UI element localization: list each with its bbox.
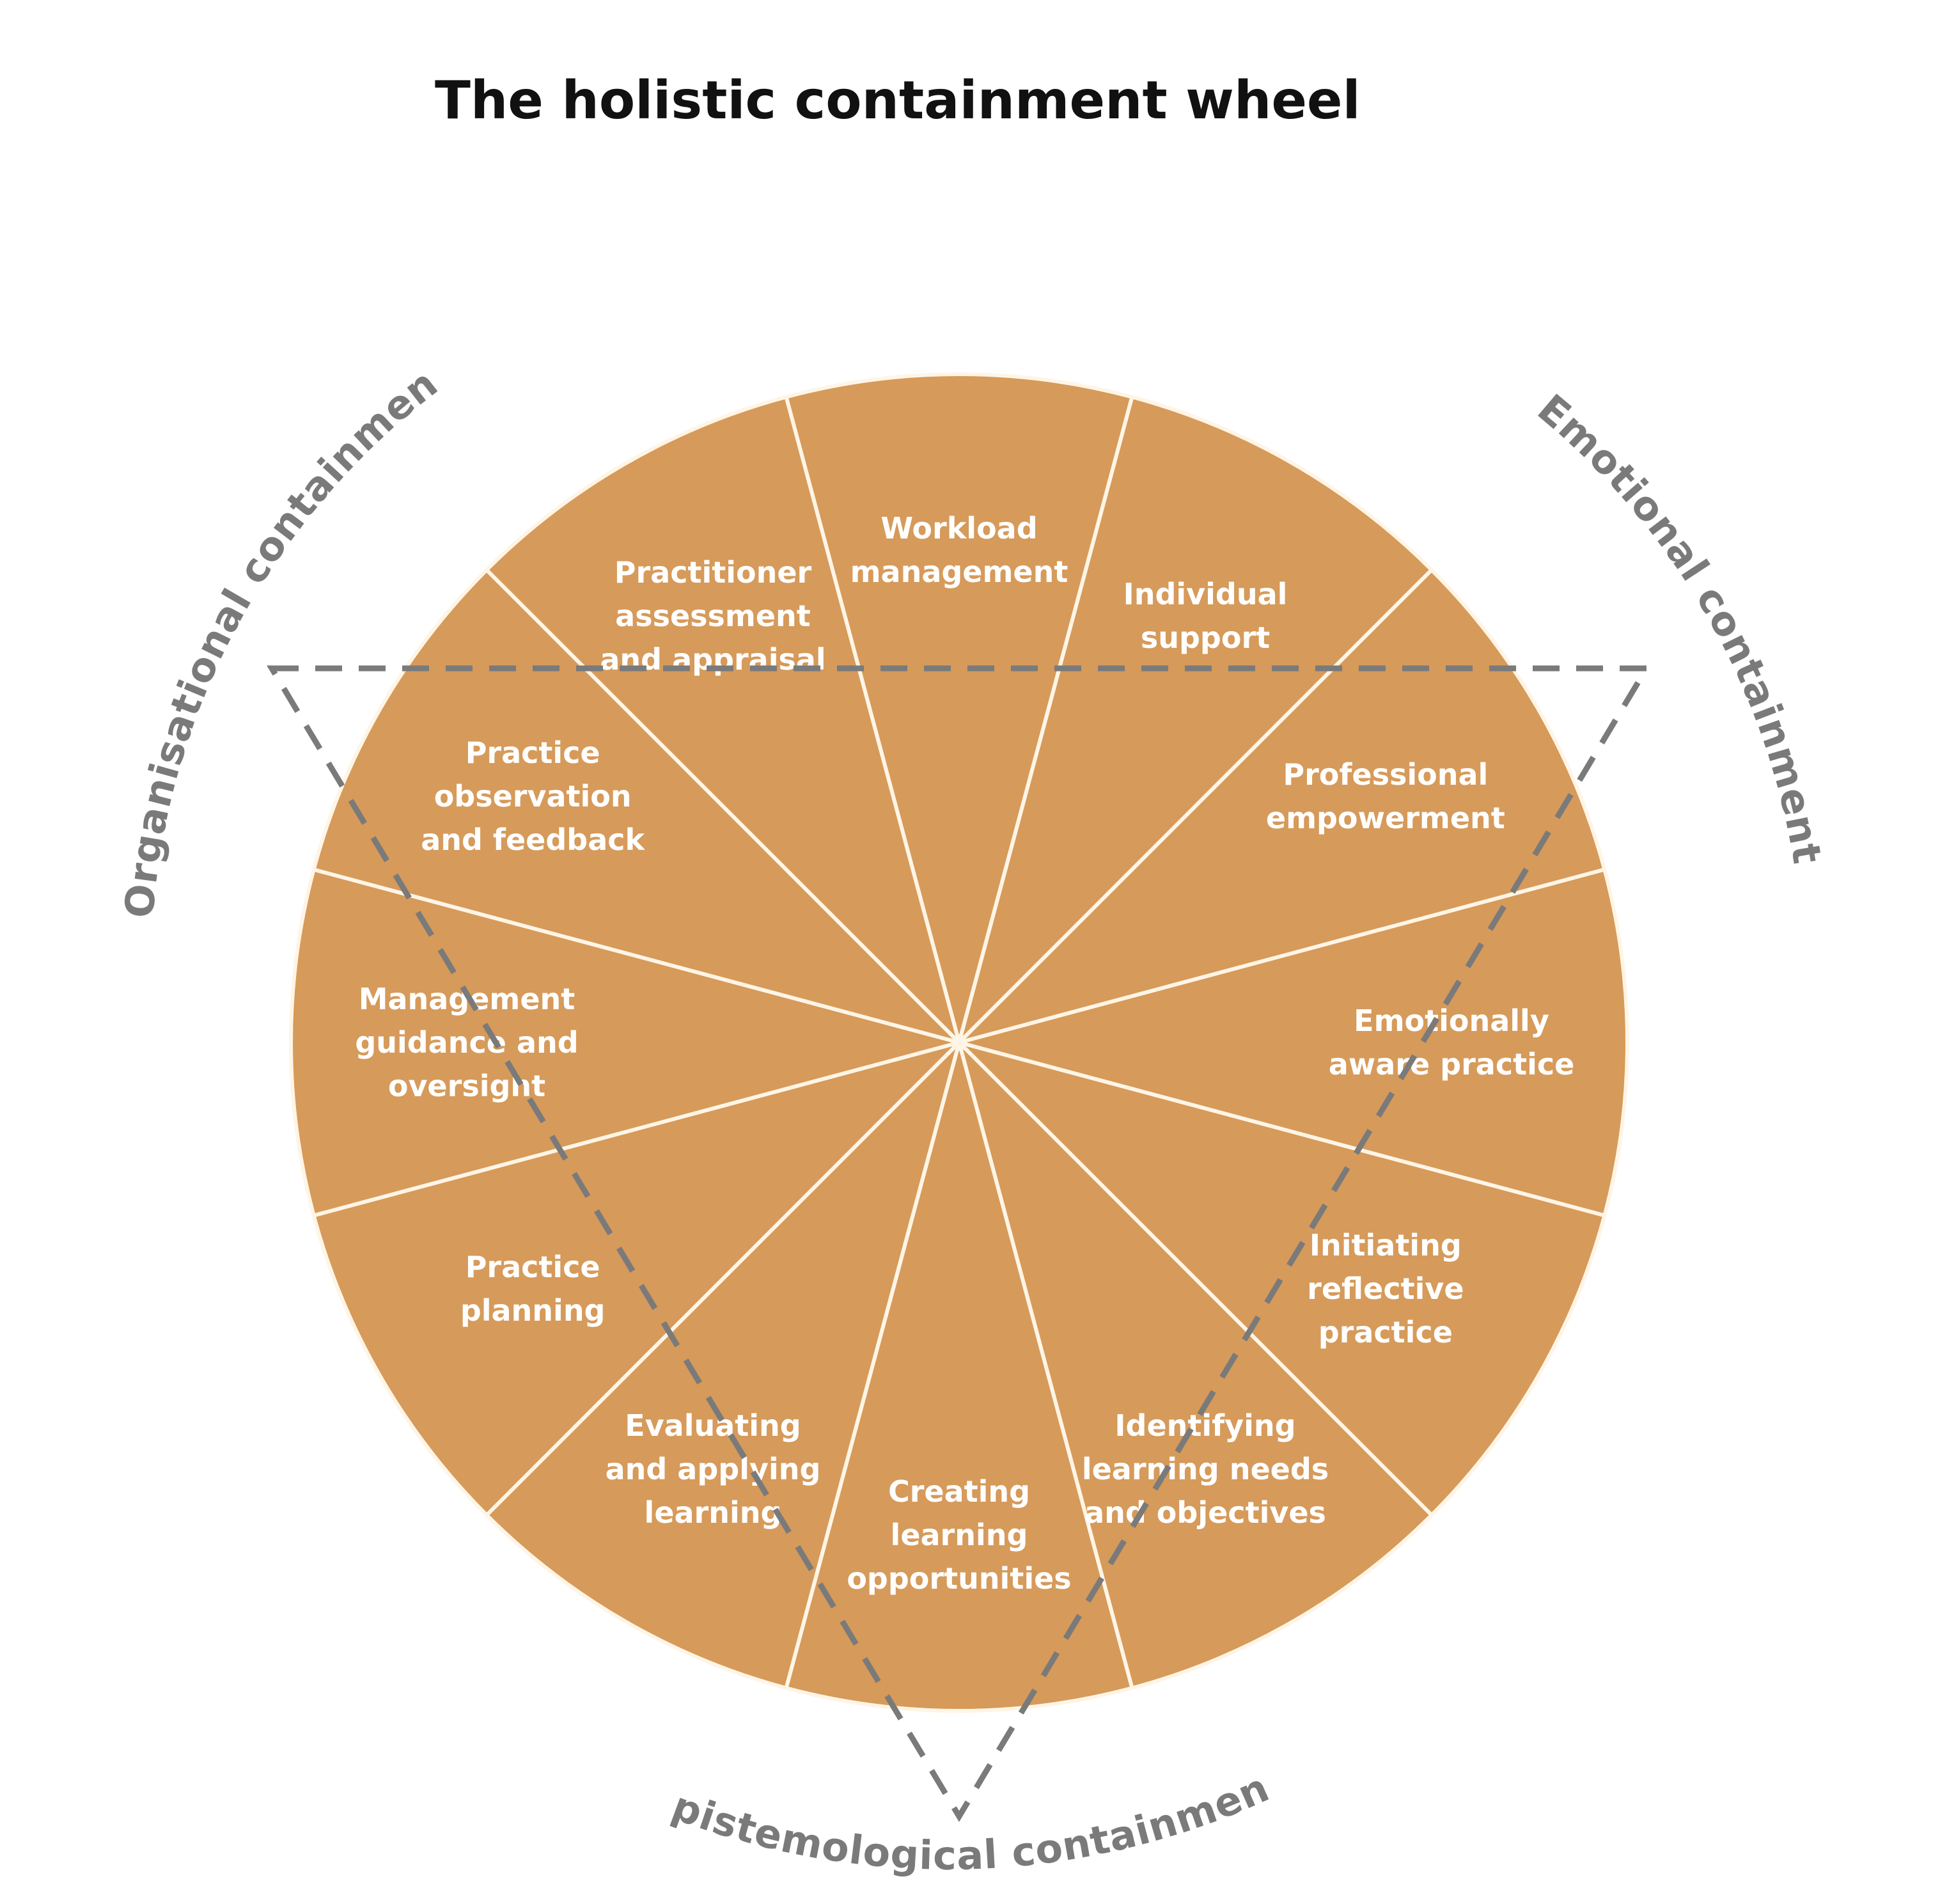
segment-professional-empowerment <box>957 568 1607 1044</box>
containment-triangle <box>267 665 1652 1822</box>
segment-identifying-learning-needs-and-objectives <box>957 1041 1434 1690</box>
segment-label-line: Practice <box>465 1250 600 1284</box>
segment-label-individual-support: Individual support <box>1123 577 1288 655</box>
segment-label-line: Creating <box>888 1474 1030 1509</box>
segment-creating-learning-opportunities <box>784 1041 1134 1713</box>
segment-label-line: Professional <box>1283 757 1488 792</box>
segment-label-line: learning needs <box>1082 1452 1329 1486</box>
segment-label-practice-observation-and-feedback: Practice observation and feedback <box>421 736 645 857</box>
segment-label-line: oversight <box>388 1069 545 1103</box>
segment-workload-management <box>784 372 1134 1044</box>
segment-label-line: Practitioner <box>614 555 812 590</box>
segment-label-line: opportunities <box>847 1561 1071 1596</box>
segment-practice-observation-and-feedback <box>311 568 961 1044</box>
segment-label-line: learning <box>891 1518 1028 1552</box>
segment-label-line: aware practice <box>1329 1047 1575 1082</box>
segment-label-line: empowerment <box>1266 801 1505 835</box>
segment-label-line: Initiating <box>1310 1228 1462 1263</box>
segment-label-line: Identifying <box>1115 1408 1295 1443</box>
segment-label-professional-empowerment: Professional empowerment <box>1266 757 1505 835</box>
segment-label-line: planning <box>460 1293 606 1328</box>
segment-label-line: and applying <box>606 1452 821 1486</box>
segment-label-practitioner-assessment-and-appraisal: Practitioner assessment and appraisal <box>600 555 825 677</box>
segment-label-line: Evaluating <box>625 1408 801 1443</box>
segment-emotionally-aware-practice <box>957 867 1629 1218</box>
segment-label-line: and objectives <box>1084 1495 1326 1530</box>
segment-label-line: guidance and <box>355 1025 578 1060</box>
segment-label-workload-management: Workload management <box>850 511 1068 589</box>
segment-label-practice-planning: Practice planning <box>460 1250 606 1328</box>
segment-label-line: Workload <box>880 511 1037 546</box>
segment-individual-support <box>957 395 1434 1044</box>
segment-label-evaluating-and-applying-learning: Evaluating and applying learning <box>606 1408 821 1530</box>
segment-label-identifying-learning-needs-and-objectives: Identifying learning needs and objectives <box>1082 1408 1329 1530</box>
segment-label-line: Practice <box>465 736 600 770</box>
segment-label-creating-learning-opportunities: Creating learning opportunities <box>847 1474 1071 1596</box>
segment-management-guidance-and-oversight <box>289 867 961 1218</box>
segment-label-line: support <box>1141 620 1270 655</box>
segment-label-line: observation <box>434 779 632 814</box>
diagram-title: The holistic containment wheel <box>435 70 1361 131</box>
segment-label-line: Individual <box>1123 577 1288 611</box>
segment-label-line: Emotionally <box>1354 1003 1549 1038</box>
segment-practice-planning <box>311 1041 961 1517</box>
segment-label-line: assessment <box>615 599 811 633</box>
wheel-hub <box>955 1038 964 1047</box>
segment-evaluating-and-applying-learning <box>485 1041 961 1690</box>
segment-label-line: learning <box>645 1495 782 1530</box>
segment-label-line: practice <box>1318 1315 1453 1349</box>
segment-initiating-reflective-practice <box>957 1041 1607 1517</box>
segment-label-line: management <box>850 555 1068 589</box>
segment-label-emotionally-aware-practice: Emotionally aware practice <box>1329 1003 1575 1082</box>
segment-label-line: and feedback <box>421 822 645 857</box>
segment-practitioner-assessment-and-appraisal <box>485 395 961 1044</box>
segment-label-line: and appraisal <box>600 642 825 677</box>
segment-label-line: reflective <box>1307 1271 1464 1306</box>
segment-label-initiating-reflective-practice: Initiating reflective practice <box>1307 1228 1464 1349</box>
